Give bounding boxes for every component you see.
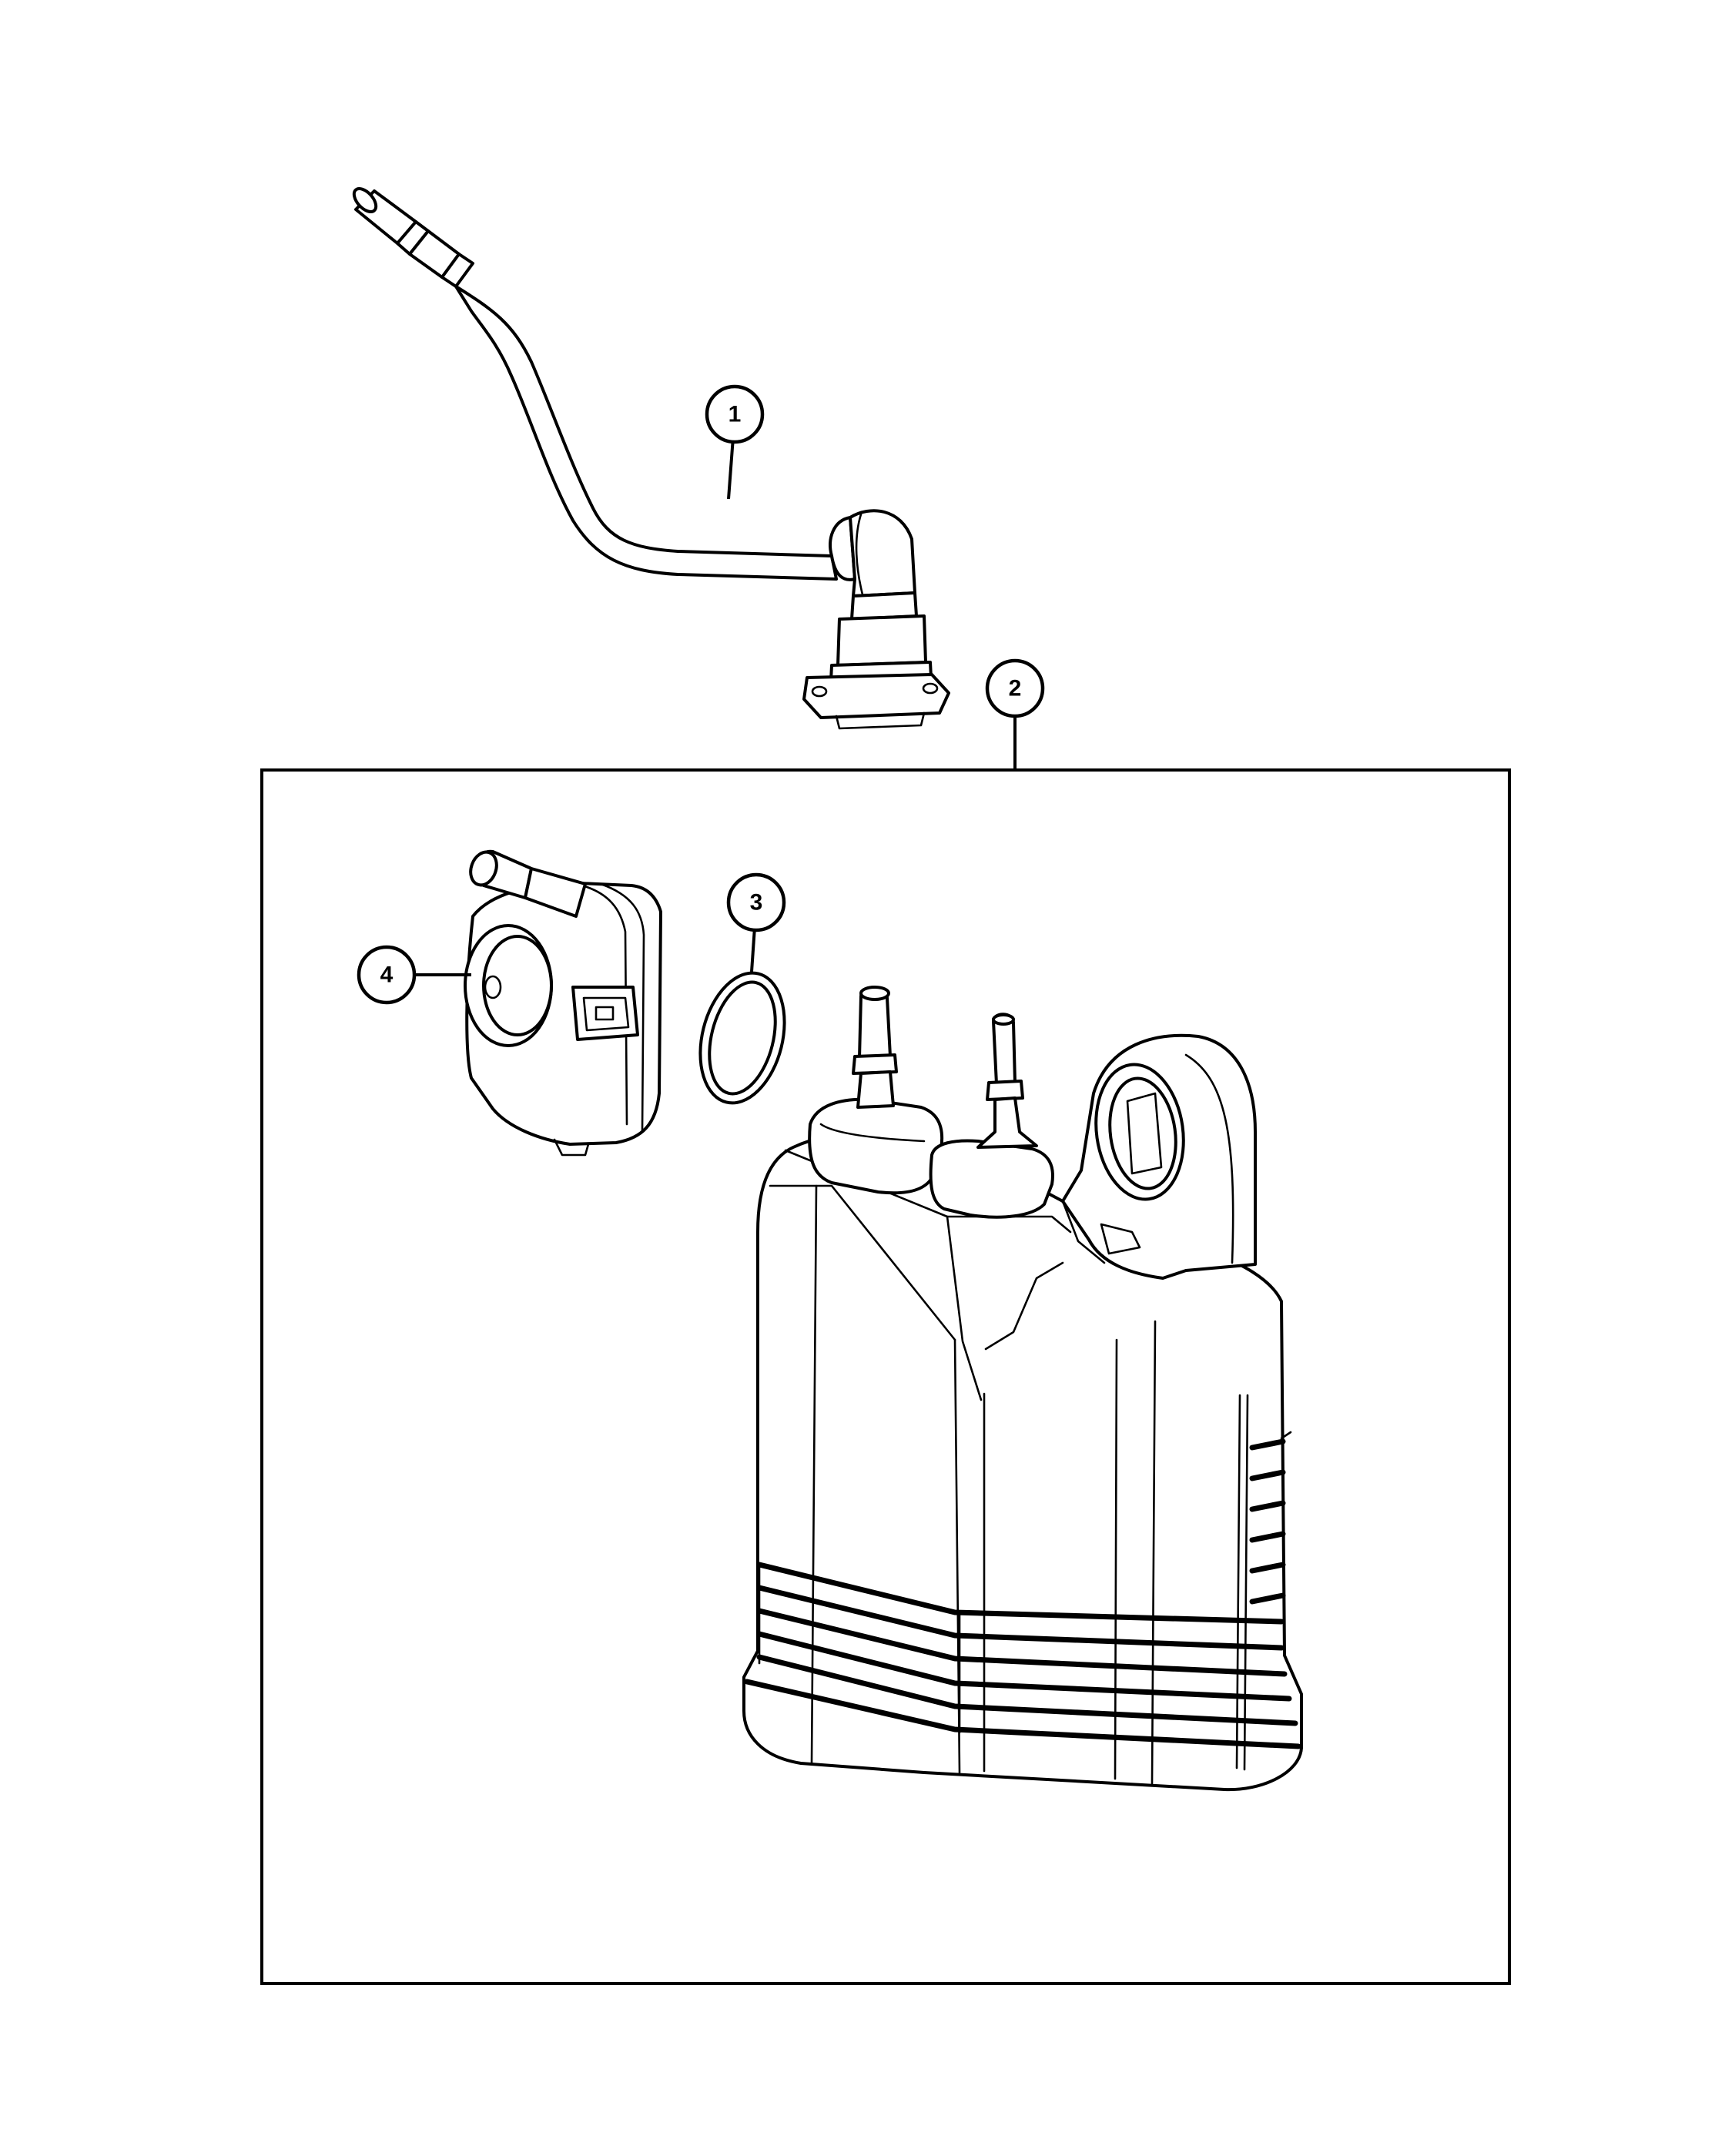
canister-part[interactable] — [742, 986, 1303, 1792]
callout-4-label: 4 — [380, 962, 394, 988]
canister-side-ribs — [1235, 1394, 1292, 1771]
vapor-hose-part[interactable] — [350, 185, 950, 730]
hose-flange — [802, 673, 950, 719]
callout-3[interactable]: 3 — [726, 872, 786, 973]
callout-4-circle — [357, 945, 417, 1005]
canister-port-cap-center — [929, 1139, 1054, 1219]
callout-2[interactable]: 2 — [985, 658, 1045, 770]
callout-2-label: 2 — [1009, 676, 1022, 701]
callout-1[interactable]: 1 — [705, 384, 765, 500]
valve-connector — [571, 986, 639, 1041]
canister-port-cap-left — [808, 1097, 944, 1195]
assembly-frame — [260, 768, 1511, 1985]
callout-3-leader — [750, 926, 756, 973]
callout-1-circle — [705, 384, 765, 444]
hose-body — [454, 285, 838, 581]
callout-2-circle — [985, 658, 1045, 718]
hose-end-fitting — [352, 187, 474, 288]
callout-3-circle — [726, 872, 786, 932]
canister-ribs — [744, 1562, 1301, 1749]
o-ring-part[interactable] — [688, 964, 798, 1112]
valve-part[interactable] — [464, 849, 662, 1157]
callout-3-label: 3 — [750, 890, 763, 916]
callout-1-leader — [727, 437, 735, 500]
callout-4[interactable]: 4 — [357, 945, 471, 1005]
callout-1-label: 1 — [729, 402, 742, 427]
